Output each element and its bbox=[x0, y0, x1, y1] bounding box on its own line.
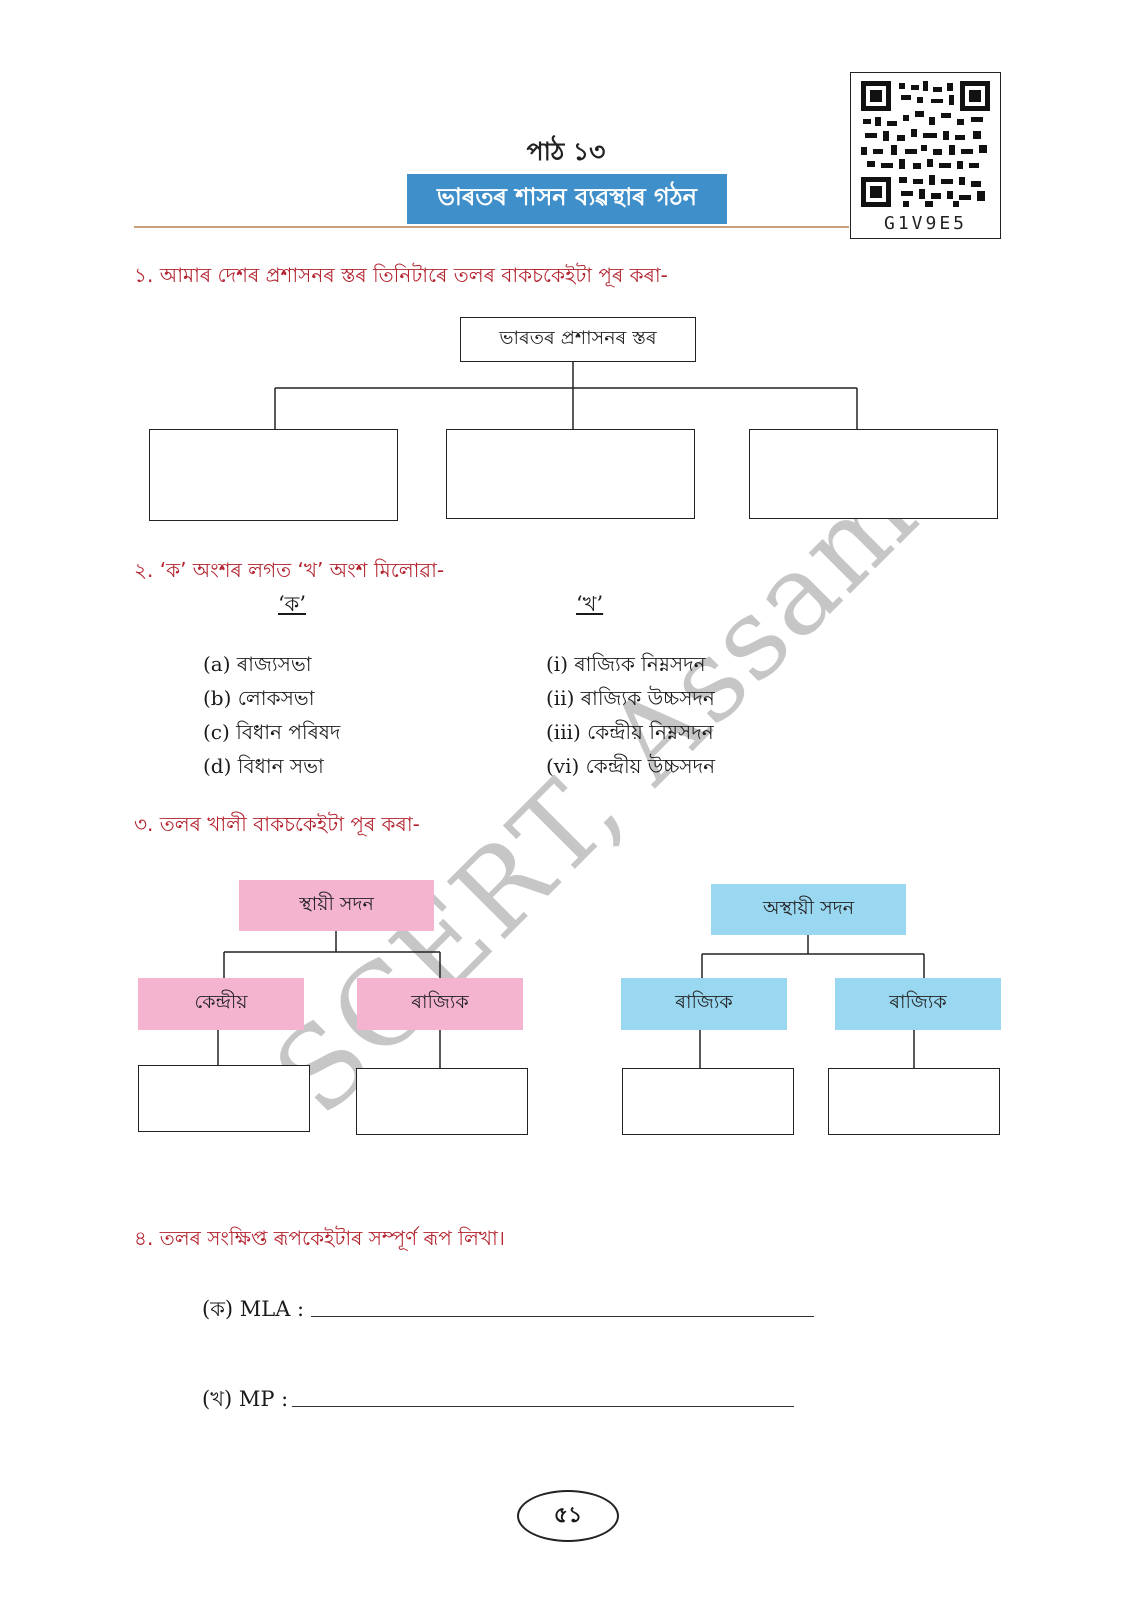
q3-answer-box-4[interactable] bbox=[828, 1068, 1000, 1135]
mp-label: (খ) MP : bbox=[202, 1387, 289, 1411]
column-b-item: (i) ৰাজ্যিক নিম্নসদন bbox=[546, 652, 706, 676]
question-3-prompt: ৩. তলৰ খালী বাকচকেইটা পূৰ কৰা- bbox=[134, 812, 420, 836]
q1-answer-box-3[interactable] bbox=[749, 429, 998, 519]
mla-answer-line[interactable] bbox=[311, 1316, 814, 1317]
central-box: কেন্দ্ৰীয় bbox=[138, 978, 304, 1030]
state-box-right-2: ৰাজ্যিক bbox=[835, 978, 1001, 1030]
state-box-left: ৰাজ্যিক bbox=[357, 978, 523, 1030]
q3-answer-box-3[interactable] bbox=[622, 1068, 794, 1135]
page-number: ৫১ bbox=[517, 1490, 619, 1542]
column-b-item: (iii) কেন্দ্ৰীয় নিম্নসদন bbox=[546, 720, 714, 744]
chapter-title: ভাৰতৰ শাসন ব্যৱস্থাৰ গঠন bbox=[407, 174, 727, 224]
question-2-prompt: ২. ‘ক’ অংশৰ লগত ‘খ’ অংশ মিলোৱা- bbox=[134, 558, 445, 582]
mp-answer-line[interactable] bbox=[292, 1406, 794, 1407]
column-a-item: (b) লোকসভা bbox=[203, 686, 315, 710]
column-a-list: (a) ৰাজ্যসভা (b) লোকসভা (c) বিধান পৰিষদ … bbox=[203, 647, 340, 783]
qr-code-label: G1V9E5 bbox=[883, 213, 968, 234]
column-a-item: (d) বিধান সভা bbox=[203, 754, 324, 778]
column-b-item: (ii) ৰাজ্যিক উচ্চসদন bbox=[546, 686, 715, 710]
mla-label: (ক) MLA : bbox=[202, 1297, 305, 1321]
qr-code: G1V9E5 bbox=[850, 72, 1001, 239]
q1-answer-box-2[interactable] bbox=[446, 429, 695, 519]
column-b-item: (vi) কেন্দ্ৰীয় উচ্চসদন bbox=[546, 754, 716, 778]
question-1-prompt: ১. আমাৰ দেশৰ প্ৰশাসনৰ স্তৰ তিনিটাৰে তলৰ … bbox=[134, 263, 668, 287]
lesson-number: পাঠ ১৩ bbox=[526, 137, 606, 166]
column-a-heading: ‘ক’ bbox=[278, 592, 307, 616]
column-a-item: (c) বিধান পৰিষদ bbox=[203, 720, 341, 744]
temporary-house-box: অস্থায়ী সদন bbox=[711, 884, 906, 935]
header-rule bbox=[134, 226, 849, 228]
state-box-right-1: ৰাজ্যিক bbox=[621, 978, 787, 1030]
q1-answer-box-1[interactable] bbox=[149, 429, 398, 521]
q1-root-box: ভাৰতৰ প্ৰশাসনৰ স্তৰ bbox=[460, 317, 696, 362]
q3-answer-box-2[interactable] bbox=[356, 1068, 528, 1135]
q3-answer-box-1[interactable] bbox=[138, 1065, 310, 1132]
qr-code-icon bbox=[861, 81, 990, 207]
column-a-item: (a) ৰাজ্যসভা bbox=[203, 652, 312, 676]
permanent-house-box: স্থায়ী সদন bbox=[239, 880, 434, 931]
column-b-list: (i) ৰাজ্যিক নিম্নসদন (ii) ৰাজ্যিক উচ্চসদ… bbox=[546, 647, 715, 783]
question-4-prompt: ৪. তলৰ সংক্ষিপ্ত ৰূপকেইটাৰ সম্পূৰ্ণ ৰূপ … bbox=[134, 1226, 505, 1250]
column-b-heading: ‘খ’ bbox=[576, 592, 604, 616]
